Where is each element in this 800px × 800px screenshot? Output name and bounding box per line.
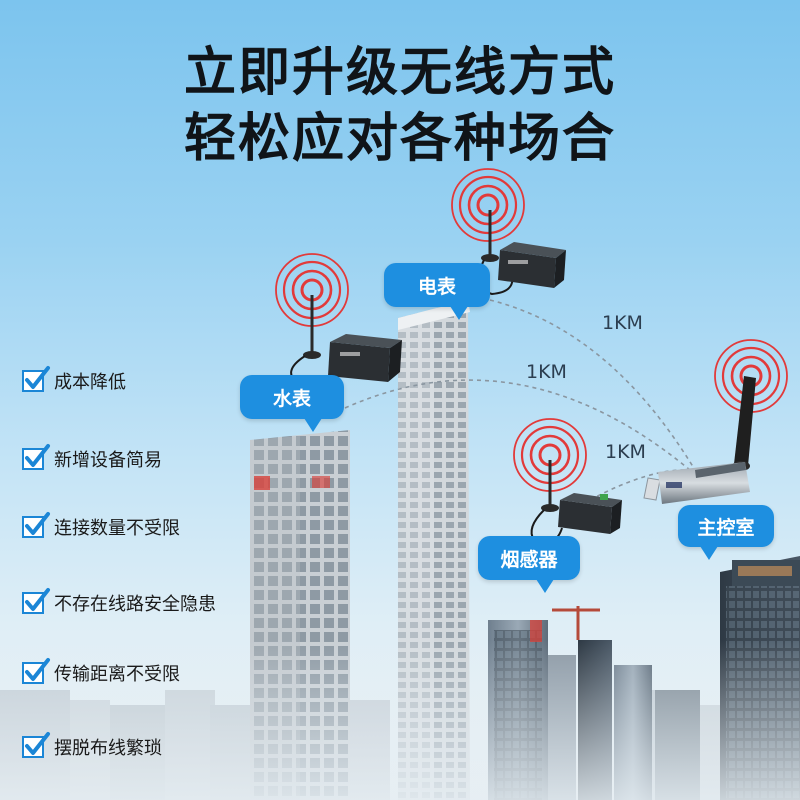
checkmark-icon (22, 732, 50, 758)
feature-label: 不存在线路安全隐患 (54, 594, 216, 615)
label-water-meter: 水表 (240, 375, 344, 432)
checkmark-icon (22, 658, 50, 684)
label-smoke-sensor: 烟感器 (478, 536, 580, 593)
water-module-icon (290, 295, 402, 388)
smoke-module-icon (530, 460, 622, 544)
feature-item: 成本降低 (22, 366, 126, 394)
headline-line-1: 立即升级无线方式 (183, 43, 616, 103)
distance-label-meter: 1KM (602, 312, 643, 334)
feature-item: 连接数量不受限 (22, 512, 180, 540)
checkmark-icon (22, 588, 50, 614)
feature-item: 摆脱布线繁琐 (22, 732, 162, 760)
distance-label-water: 1KM (526, 361, 567, 383)
feature-item: 传输距离不受限 (22, 658, 180, 686)
feature-label: 传输距离不受限 (54, 664, 180, 685)
feature-label: 成本降低 (54, 372, 126, 393)
feature-item: 不存在线路安全隐患 (22, 588, 216, 616)
signal-meter (451, 168, 525, 242)
feature-label: 连接数量不受限 (54, 518, 180, 539)
feature-label: 新增设备简易 (54, 450, 162, 471)
distance-label-smoke: 1KM (605, 441, 646, 463)
checkmark-icon (22, 366, 50, 392)
label-electric-meter: 电表 (384, 263, 490, 320)
feature-label: 摆脱布线繁琐 (54, 738, 162, 759)
meter-module-icon (477, 210, 566, 296)
control-dongle-icon (643, 376, 756, 504)
checkmark-icon (22, 512, 50, 538)
label-control-room: 主控室 (678, 505, 774, 560)
headline-line-2: 轻松应对各种场合 (183, 109, 616, 169)
feature-item: 新增设备简易 (22, 444, 162, 472)
checkmark-icon (22, 444, 50, 470)
